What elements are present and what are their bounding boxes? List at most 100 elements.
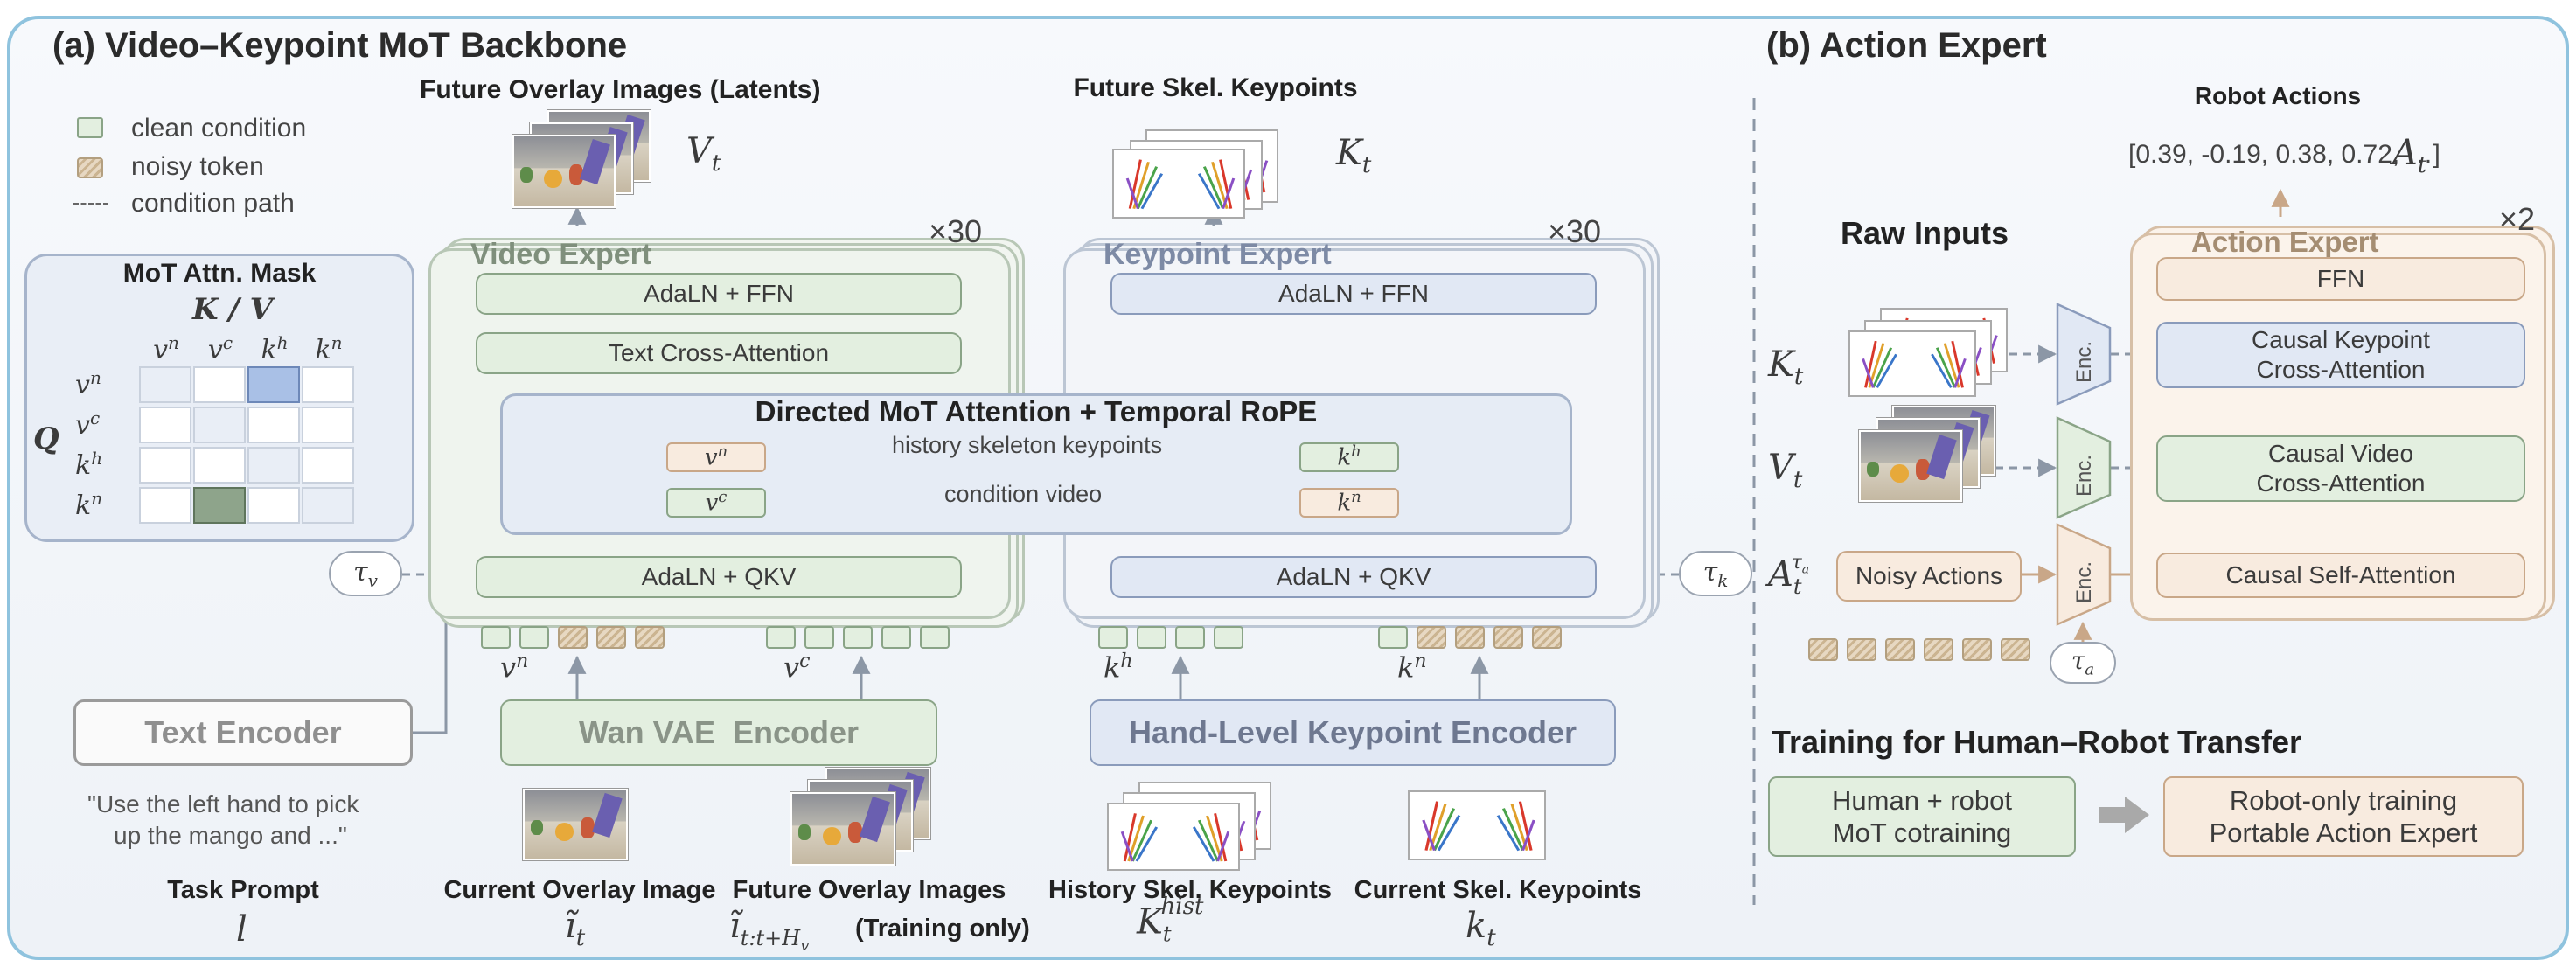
fruit-shape xyxy=(822,827,841,846)
symbol-k-t: kt xyxy=(1466,906,1496,951)
mask-row-header: vn xyxy=(75,367,101,400)
ffn-box: FFN xyxy=(2156,257,2525,301)
mask-col-header: kn xyxy=(315,332,343,365)
fruit-shape xyxy=(519,167,533,183)
tau-k-circle: τk xyxy=(1679,551,1752,596)
mask-col-sup: n xyxy=(168,332,179,353)
action-noisy-token xyxy=(1847,638,1876,661)
enc-trapezoid-action xyxy=(2056,523,2112,626)
mask-cell xyxy=(139,487,191,524)
enc-trapezoid-keypoint xyxy=(2056,303,2112,406)
mask-row-header: kh xyxy=(75,448,103,481)
prompt-quote-line2: up the mango and ..." xyxy=(114,822,347,849)
token-label-base: v xyxy=(500,650,517,685)
fruit-shape xyxy=(797,824,811,840)
future-skel-keypoints-title: Future Skel. Keypoints xyxy=(1073,73,1358,102)
caption-history-skel: History Skel. Keypoints xyxy=(1048,876,1332,904)
noisy-token xyxy=(1493,626,1523,649)
clean-token xyxy=(1175,626,1205,649)
legend-clean-label: clean condition xyxy=(131,114,307,143)
mask-cell xyxy=(193,447,246,484)
mask-col-header: vc xyxy=(207,332,233,365)
action-expert-title: Action Expert xyxy=(2191,226,2379,258)
mask-row-header: vc xyxy=(75,407,101,441)
token-label-sup: h xyxy=(1120,650,1133,672)
mask-title: MoT Attn. Mask xyxy=(122,259,317,288)
transfer-arrow xyxy=(2099,797,2149,833)
mask-cell xyxy=(193,487,246,524)
mask-cell xyxy=(302,487,354,524)
symbol-i-t: ĩt xyxy=(565,906,586,951)
token-vc-directed: vc xyxy=(666,488,766,518)
mask-cell xyxy=(247,447,300,484)
mask-cell xyxy=(139,447,191,484)
enc-label-keypoint: Enc. xyxy=(2072,340,2096,383)
future-overlay-frame xyxy=(790,792,895,866)
token-group-label: kn xyxy=(1397,650,1427,685)
raw-A-tau-symbol: Atτa xyxy=(1768,551,1810,599)
training-transfer-title: Training for Human–Robot Transfer xyxy=(1772,724,2302,760)
clean-token xyxy=(920,626,950,649)
noisy-token xyxy=(1532,626,1562,649)
mask-row-sup: h xyxy=(91,448,103,469)
mask-cell xyxy=(302,407,354,443)
legend-path-dash xyxy=(73,203,108,205)
mask-cell xyxy=(193,366,246,403)
video-adaln-ffn: AdaLN + FFN xyxy=(476,273,962,315)
mask-row-sup: n xyxy=(89,367,101,388)
V-t-symbol: Vt xyxy=(686,131,721,177)
caption-task-prompt: Task Prompt xyxy=(167,876,319,904)
video-text-cross-attention: Text Cross-Attention xyxy=(476,332,962,374)
mask-cell xyxy=(247,366,300,403)
video-adaln-qkv: AdaLN + QKV xyxy=(476,556,962,598)
noisy-token xyxy=(1417,626,1446,649)
mask-q-label: Q xyxy=(33,421,59,456)
action-noisy-token xyxy=(1962,638,1992,661)
token-label-sup: c xyxy=(799,650,811,672)
clean-token xyxy=(1137,626,1166,649)
token-kn-directed: kn xyxy=(1299,488,1399,518)
clean-token xyxy=(519,626,549,649)
fruit-shape xyxy=(847,822,863,843)
clean-token xyxy=(843,626,873,649)
training-only-label: (Training only) xyxy=(855,915,1030,943)
keypoint-adaln-qkv: AdaLN + QKV xyxy=(1110,556,1597,598)
token-kh-directed: kh xyxy=(1299,442,1399,472)
raw-inputs-title: Raw Inputs xyxy=(1840,215,2009,251)
clean-token xyxy=(1214,626,1243,649)
current-overlay-image xyxy=(523,789,628,860)
mask-col-sup: h xyxy=(276,332,289,353)
history-skeleton-label: history skeleton keypoints xyxy=(892,432,1163,458)
future-overlay-latents-title: Future Overlay Images (Latents) xyxy=(420,75,821,104)
condition-video-label: condition video xyxy=(944,481,1103,507)
directed-attention-title: Directed MoT Attention + Temporal RoPE xyxy=(755,395,1318,428)
fruit-shape xyxy=(1866,462,1879,477)
gripper-shape xyxy=(859,796,890,842)
hand-skeleton xyxy=(1125,159,1236,210)
token-group-label: vn xyxy=(500,650,528,685)
hand-skeleton xyxy=(1862,340,1967,388)
noisy-token xyxy=(596,626,626,649)
legend-noisy-swatch xyxy=(77,157,103,178)
hand-level-keypoint-encoder: Hand-Level Keypoint Encoder xyxy=(1090,699,1616,766)
hand-skeleton xyxy=(1120,813,1230,862)
section-b-title: (b) Action Expert xyxy=(1766,26,2047,65)
mask-col-sup: c xyxy=(222,332,233,353)
tau-v-circle: τv xyxy=(329,551,402,596)
mask-cell xyxy=(193,407,246,443)
fruit-shape xyxy=(1890,464,1909,483)
token-label-sup: n xyxy=(1414,650,1427,672)
mask-cell xyxy=(139,366,191,403)
enc-trapezoid-video xyxy=(2056,416,2112,519)
fruit-shape xyxy=(530,820,543,836)
symbol-K-hist: Kthist xyxy=(1137,894,1204,947)
clean-token xyxy=(1378,626,1408,649)
caption-current-skel: Current Skel. Keypoints xyxy=(1354,876,1642,904)
clean-token xyxy=(766,626,796,649)
keypoint-expert-title: Keypoint Expert xyxy=(1104,238,1332,271)
clean-token xyxy=(804,626,834,649)
wan-vae-encoder: Wan VAE Encoder xyxy=(500,699,937,766)
